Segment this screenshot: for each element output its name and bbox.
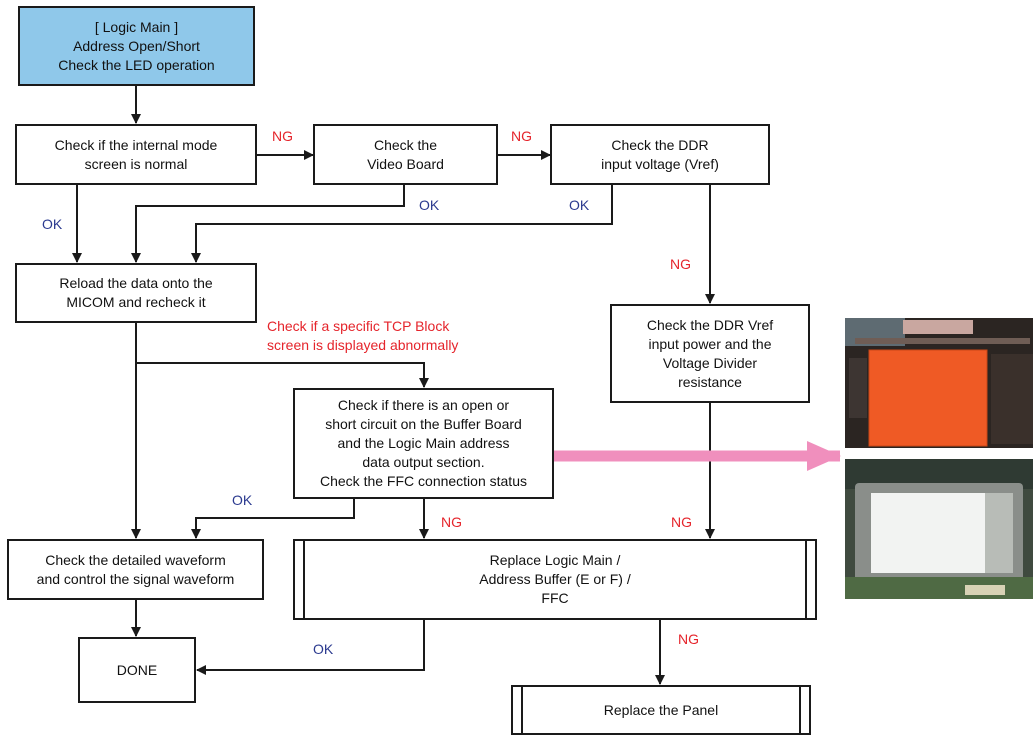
label-ng-buffer: NG — [441, 514, 462, 530]
label-ok-ddr: OK — [569, 197, 590, 213]
arrow-reload-to-buffer — [136, 362, 429, 388]
done-node: DONE — [78, 637, 196, 703]
label-ok-buffer: OK — [232, 492, 253, 508]
label-ng-internal-video: NG — [272, 128, 293, 144]
replace-panel-node: Replace the Panel — [511, 685, 811, 735]
arrow-ddr-to-reload — [191, 185, 613, 263]
label-ng-replace: NG — [678, 631, 699, 647]
arrow-replace-to-done — [196, 620, 425, 675]
label-ng-vref: NG — [671, 514, 692, 530]
panel-photo-white-screen — [845, 459, 1033, 599]
label-ng-ddr-down: NG — [670, 256, 691, 272]
replace-logic-main-node: Replace Logic Main /Address Buffer (E or… — [293, 539, 817, 620]
arrow-video-to-reload — [131, 185, 405, 263]
label-ok-internal: OK — [42, 216, 63, 232]
label-ng-video-ddr: NG — [511, 128, 532, 144]
label-ok-replace: OK — [313, 641, 334, 657]
panel-photo-orange-screen — [845, 318, 1033, 448]
arrow-buffer-to-waveform — [191, 499, 355, 539]
label-ok-video: OK — [419, 197, 440, 213]
